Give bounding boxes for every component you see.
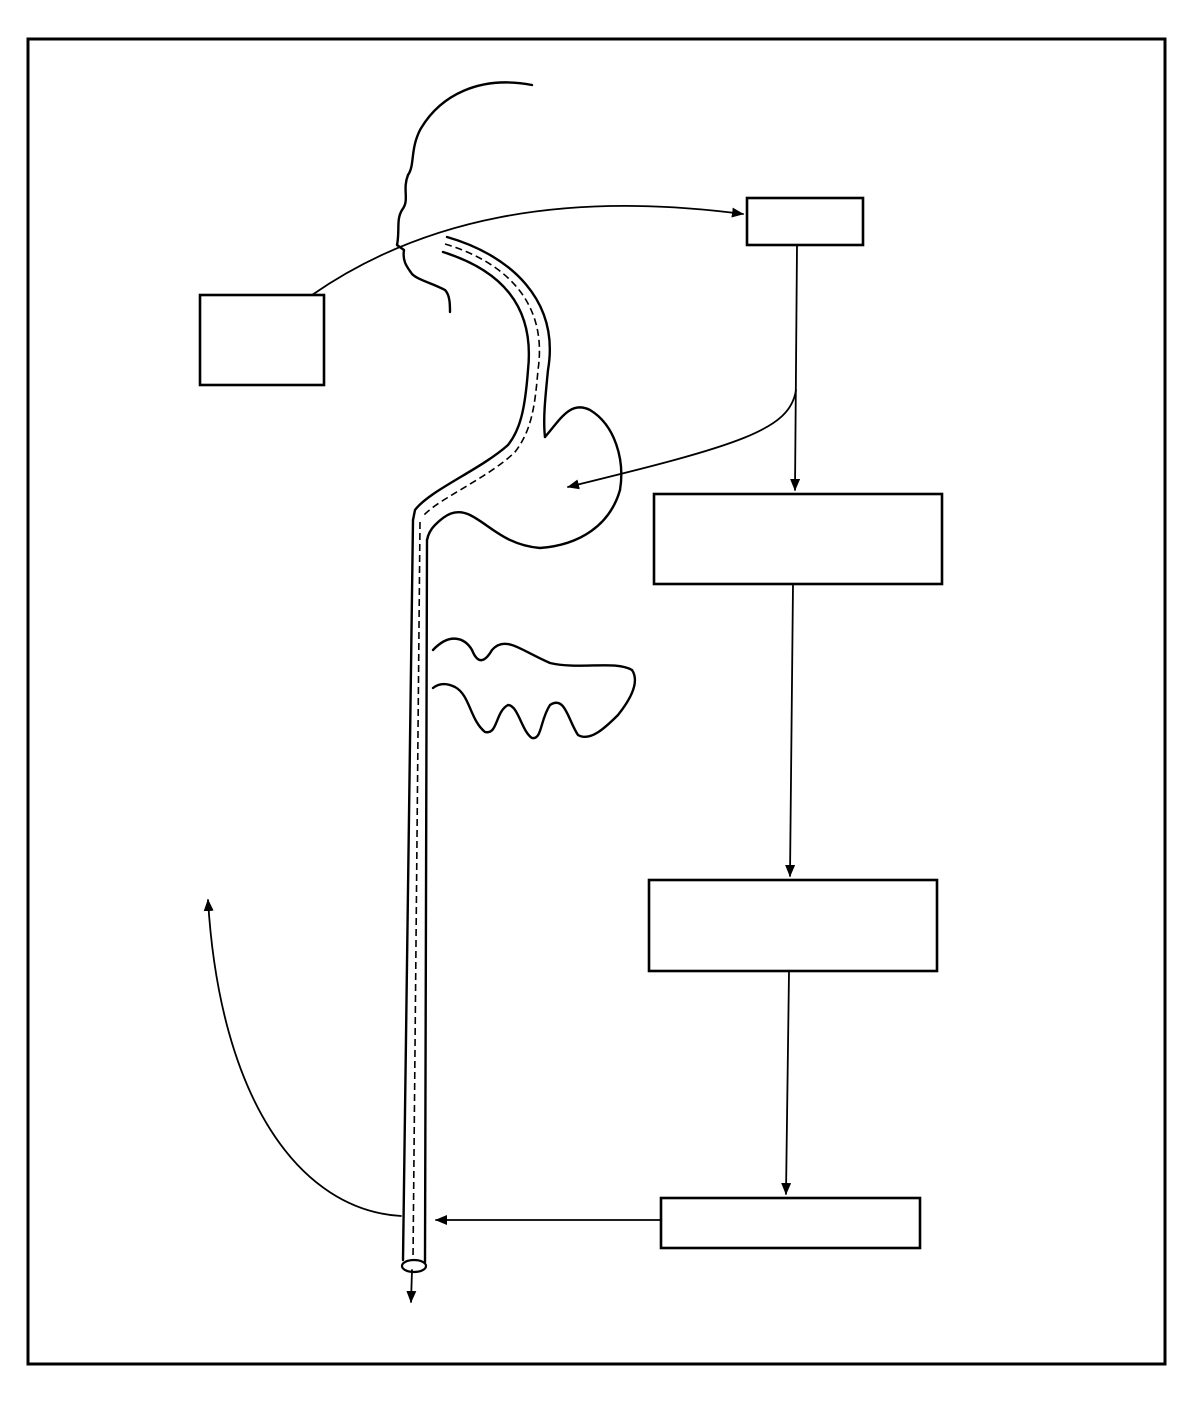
stomach-outline [425, 406, 623, 550]
box-left-small [198, 293, 326, 387]
arrow-tube-exit-down [406, 1269, 417, 1303]
tube-right-wall [423, 538, 429, 1264]
arrow-box2-to-box3 [781, 971, 792, 1195]
tube-opening [400, 1258, 428, 1274]
tube-left-wall [401, 518, 415, 1262]
box-bottom-right [659, 1196, 922, 1250]
arrow-left-box-to-top-box [311, 204, 744, 296]
arrow-top-box-down [790, 245, 801, 491]
box-right-1 [652, 492, 944, 586]
arrow-tube-curve-up [203, 899, 402, 1217]
tract-dashed-centre [423, 243, 541, 516]
tube-dashed-centre [412, 521, 421, 1261]
box-top-right [745, 196, 865, 247]
box-right-2 [647, 878, 939, 973]
tract-outer-wall [445, 235, 551, 439]
arrow-box1-to-box2 [785, 584, 796, 877]
pancreas-outline [431, 637, 637, 740]
head-profile [395, 81, 534, 314]
tract-inner-wall [411, 250, 531, 522]
outer-frame [26, 37, 1167, 1366]
arrow-top-box-to-stomach [567, 389, 797, 490]
